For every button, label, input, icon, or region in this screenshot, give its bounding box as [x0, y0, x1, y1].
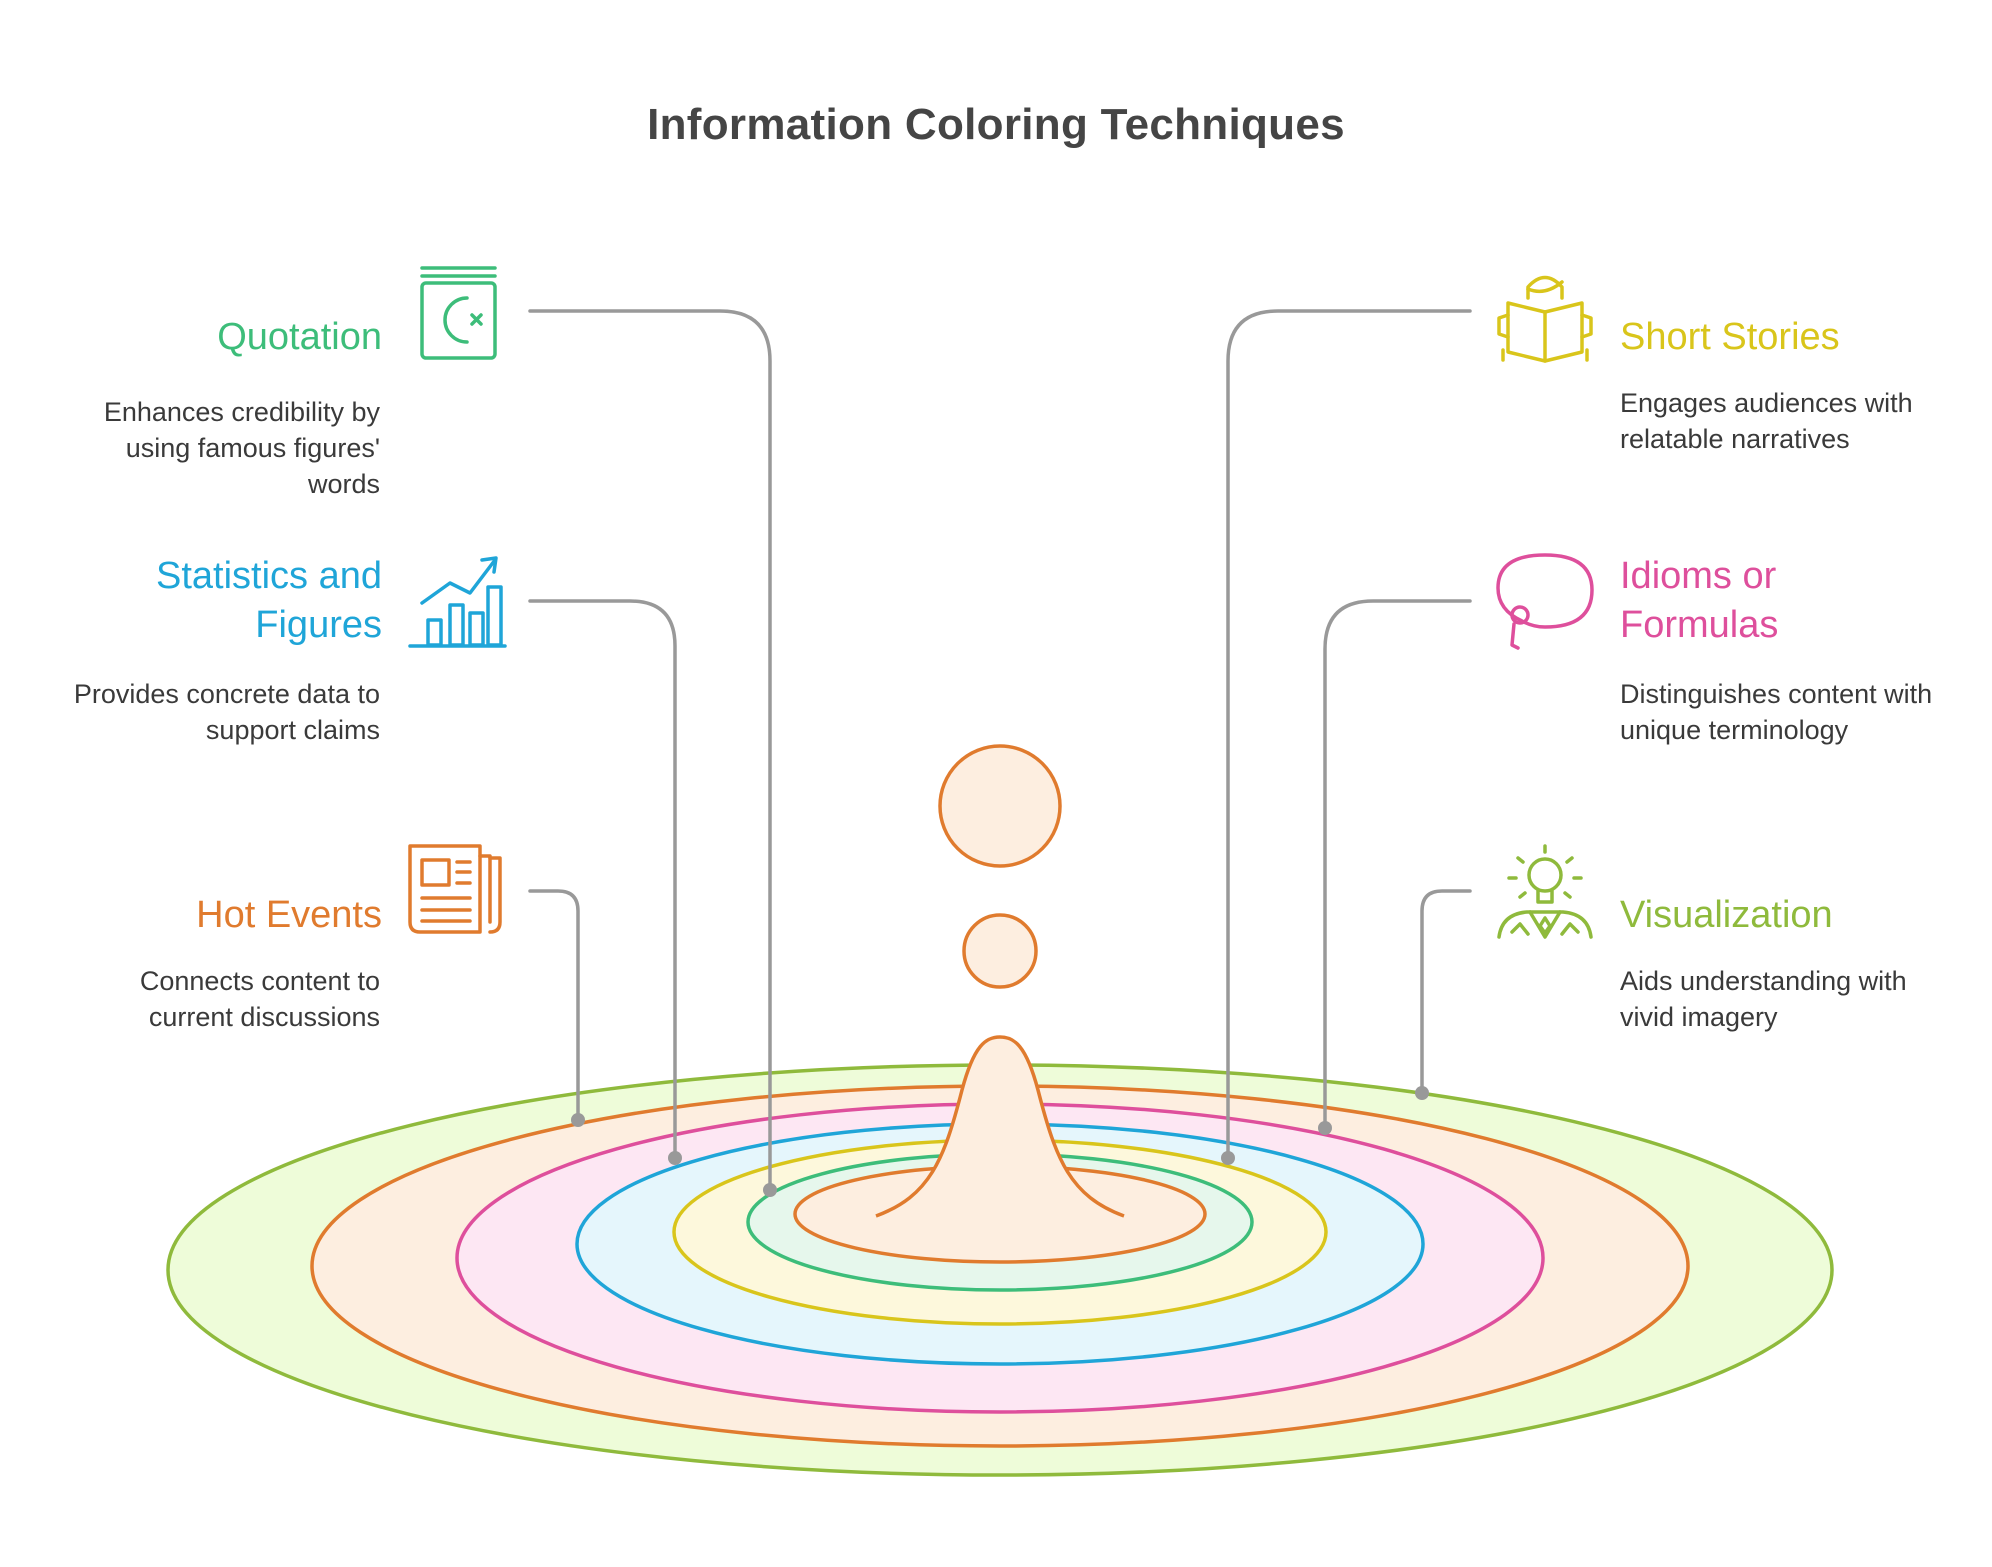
connector-idioms: [1323, 599, 1472, 1130]
connector-dot-visualization: [1415, 1086, 1429, 1100]
connector-dot-idioms: [1318, 1121, 1332, 1135]
idioms-description: Distinguishes content with unique termin…: [1620, 679, 1933, 745]
connector-short-stories: [1226, 309, 1472, 1160]
short-stories-description: Engages audiences with relatable narrati…: [1620, 388, 1913, 454]
splash-peak: [876, 1037, 1124, 1216]
connector-hot-events: [528, 889, 580, 1122]
diagram-title: Information Coloring Techniques: [647, 100, 1345, 149]
growth-chart-icon: [408, 556, 507, 648]
connector-dot-quotation: [763, 1183, 777, 1197]
quotation-description: Enhances credibility by using famous fig…: [103, 397, 380, 499]
connector-quotation: [528, 309, 772, 1192]
visualization-description: Aids understanding with vivid imagery: [1620, 966, 1907, 1032]
connector-statistics: [528, 599, 677, 1160]
connector-dot-hot-events: [571, 1113, 585, 1127]
hot-events-description: Connects content to current discussions: [139, 966, 380, 1032]
lightbulb-person-icon: [1497, 844, 1593, 939]
speech-bubble-icon: [1496, 553, 1594, 650]
hot-events-title: Hot Events: [196, 894, 382, 936]
idioms-title: Idioms or Formulas: [1620, 555, 1779, 646]
connector-dot-statistics: [668, 1151, 682, 1165]
person-reading-icon: [1497, 275, 1593, 363]
short-stories-title: Short Stories: [1620, 316, 1840, 358]
quotation-title: Quotation: [217, 316, 382, 358]
statistics-description: Provides concrete data to support claims: [73, 679, 380, 745]
quote-book-icon: [420, 266, 497, 360]
statistics-title: Statistics and Figures: [156, 555, 382, 646]
droplet-small: [962, 913, 1038, 989]
visualization-title: Visualization: [1620, 894, 1833, 936]
newspaper-icon: [408, 844, 502, 934]
connector-dot-short-stories: [1221, 1151, 1235, 1165]
splash-peak-outline: [875, 1035, 1125, 1218]
droplet-large: [938, 744, 1062, 868]
connector-visualization: [1420, 889, 1472, 1095]
